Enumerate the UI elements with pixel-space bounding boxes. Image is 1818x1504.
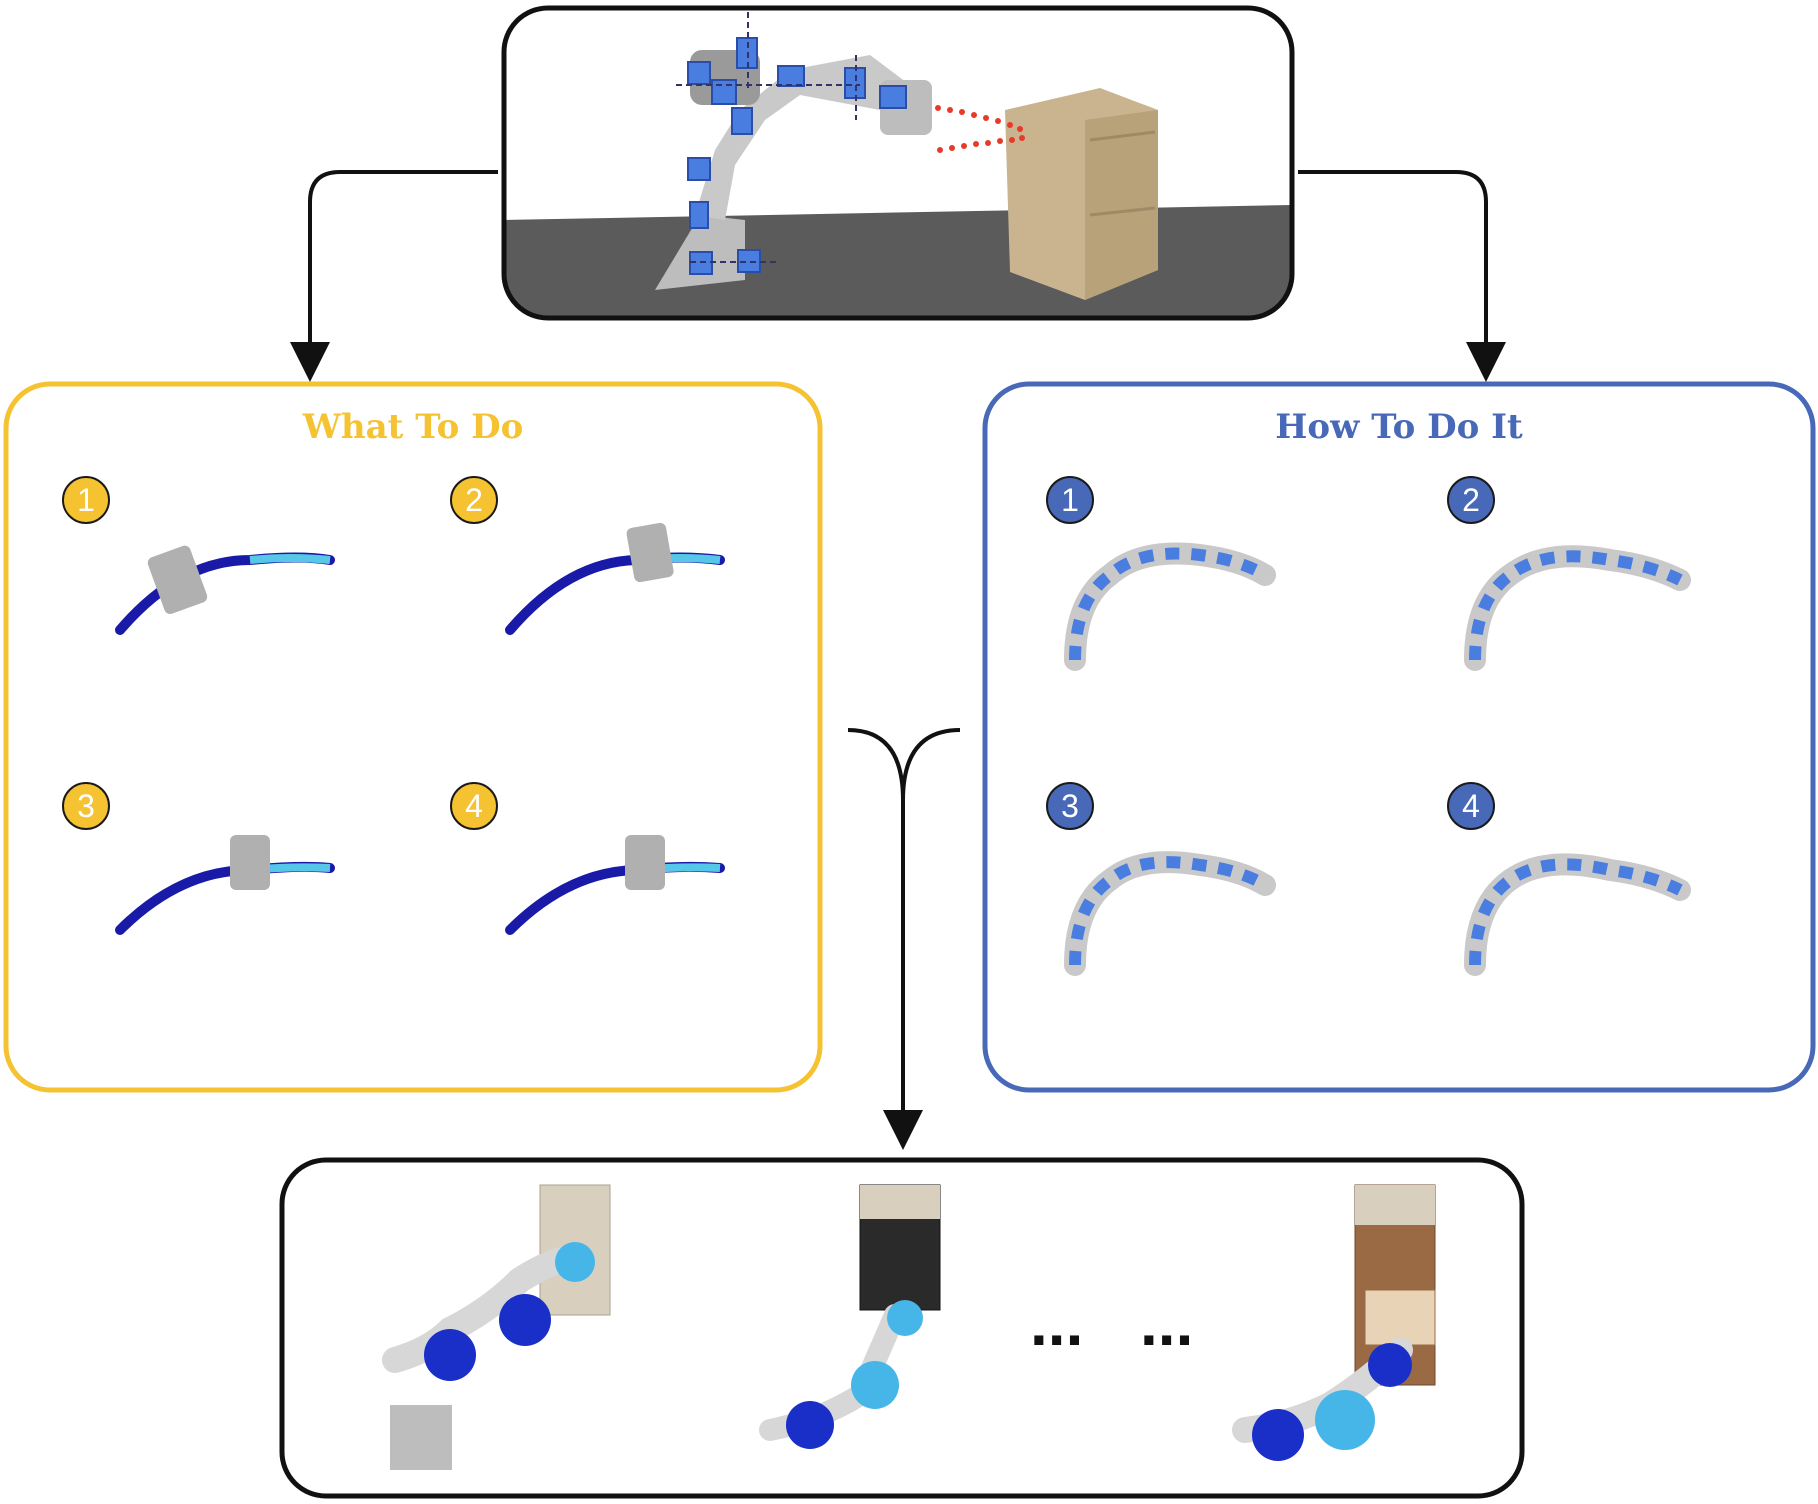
ellipsis-left: ... <box>1030 1287 1083 1359</box>
what-tile-4 <box>429 769 785 1052</box>
how-tile-1 <box>1022 465 1380 750</box>
what-tile-2 <box>429 466 785 749</box>
what-panel <box>3 381 823 1093</box>
top-scene <box>501 5 1295 321</box>
how-step-badge-1: 1 <box>1046 476 1094 524</box>
how-panel <box>982 381 1816 1093</box>
bottom-example-2 <box>759 1184 941 1449</box>
what-step-badge-2: 2 <box>450 476 498 524</box>
cabinet-icon <box>1005 88 1158 300</box>
arrow-to-what-panel <box>290 170 498 382</box>
bottom-example-3 <box>1232 1184 1436 1461</box>
what-step-badge-1: 1 <box>62 476 110 524</box>
how-step-badge-4: 4 <box>1447 782 1495 830</box>
how-panel-title: How To Do It <box>1275 407 1523 447</box>
bottom-scene: ... ... <box>279 1157 1525 1499</box>
how-tile-2 <box>1423 465 1781 750</box>
how-step-badge-2: 2 <box>1447 476 1495 524</box>
how-tile-4 <box>1423 768 1781 1053</box>
joint-frame-icons <box>676 12 907 275</box>
how-tile-3 <box>1022 768 1380 1053</box>
merge-bracket <box>847 728 961 801</box>
arrow-to-how-panel <box>1298 170 1506 382</box>
how-step-badge-3: 3 <box>1046 782 1094 830</box>
what-tile-1 <box>41 466 397 749</box>
bottom-example-1 <box>382 1184 611 1470</box>
target-dots <box>935 105 1025 153</box>
ellipsis-right: ... <box>1140 1287 1193 1359</box>
what-panel-title: What To Do <box>302 407 524 447</box>
what-step-badge-4: 4 <box>450 782 498 830</box>
what-step-badge-3: 3 <box>62 782 110 830</box>
what-tile-3 <box>41 769 397 1052</box>
connectors <box>290 170 1506 1150</box>
